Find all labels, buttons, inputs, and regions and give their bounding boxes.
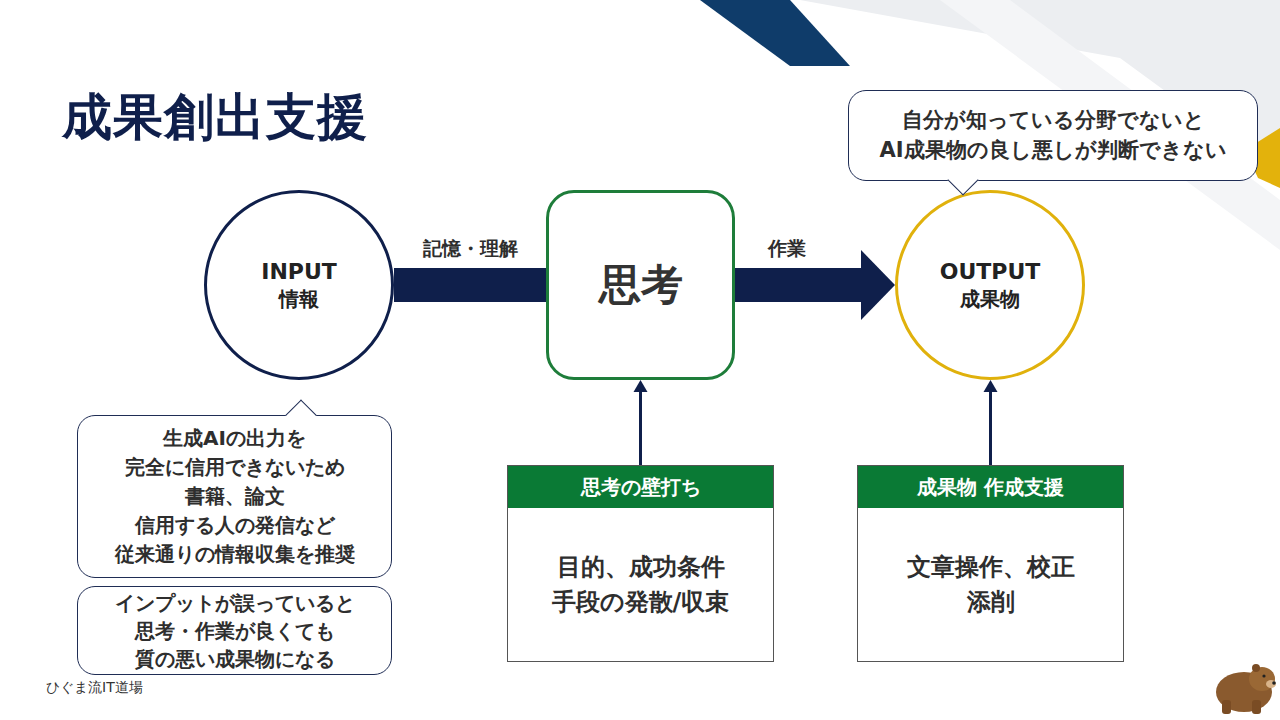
support-box: 成果物 作成支援文章操作、校正 添削 <box>857 465 1124 662</box>
callout-bubble: 生成AIの出力を 完全に信用できないため 書籍、論文 信用する人の発信など 従来… <box>77 415 392 578</box>
process-circle: OUTPUT成果物 <box>895 190 1085 380</box>
arrow-shaft <box>989 392 992 465</box>
node-text: 生成AIの出力を 完全に信用できないため 書籍、論文 信用する人の発信など 従来… <box>107 424 362 569</box>
bear-illustration <box>1216 664 1276 714</box>
node-heading: INPUT <box>261 257 337 287</box>
node-text: 文章操作、校正 添削 <box>881 550 1101 620</box>
node-text: 思考 <box>599 257 683 313</box>
callout-bubble: 自分が知っている分野でないと AI成果物の良し悪しが判断できない <box>848 90 1258 181</box>
connector <box>634 380 648 465</box>
arrow-shaft <box>394 268 546 302</box>
connector <box>394 268 546 302</box>
callout-tail <box>285 399 316 430</box>
connector <box>735 250 895 320</box>
edge-label: 記憶・理解 <box>423 236 518 262</box>
box-body: 目的、成功条件 手段の発散/収束 <box>508 508 773 661</box>
process-box: 思考 <box>546 190 735 380</box>
node-text: 目的、成功条件 手段の発散/収束 <box>531 550 751 620</box>
node-subtext: 成果物 <box>960 286 1020 313</box>
arrow-head <box>984 380 998 392</box>
node-subtext: 情報 <box>279 286 319 313</box>
footer-label: ひぐま流IT道場 <box>46 679 143 697</box>
box-heading: 成果物 作成支援 <box>858 466 1123 508</box>
arrow-shaft <box>639 392 642 465</box>
node-text: インプットが誤っていると 思考・作業が良くても 質の悪い成果物になる <box>104 589 366 673</box>
box-body: 文章操作、校正 添削 <box>858 508 1123 661</box>
node-heading: OUTPUT <box>940 257 1041 287</box>
support-box: 思考の壁打ち目的、成功条件 手段の発散/収束 <box>507 465 774 662</box>
corner-stripe <box>700 0 850 66</box>
node-text: 自分が知っている分野でないと AI成果物の良し悪しが判断できない <box>868 106 1238 165</box>
arrow-shaft <box>735 268 861 302</box>
box-heading: 思考の壁打ち <box>508 466 773 508</box>
connector <box>984 380 998 465</box>
arrow-head <box>634 380 648 392</box>
process-circle: INPUT情報 <box>204 190 394 380</box>
note-box: インプットが誤っていると 思考・作業が良くても 質の悪い成果物になる <box>77 586 392 675</box>
edge-label: 作業 <box>768 236 806 262</box>
arrow-head <box>861 250 895 320</box>
slide-title: 成果創出支援 <box>62 84 368 151</box>
